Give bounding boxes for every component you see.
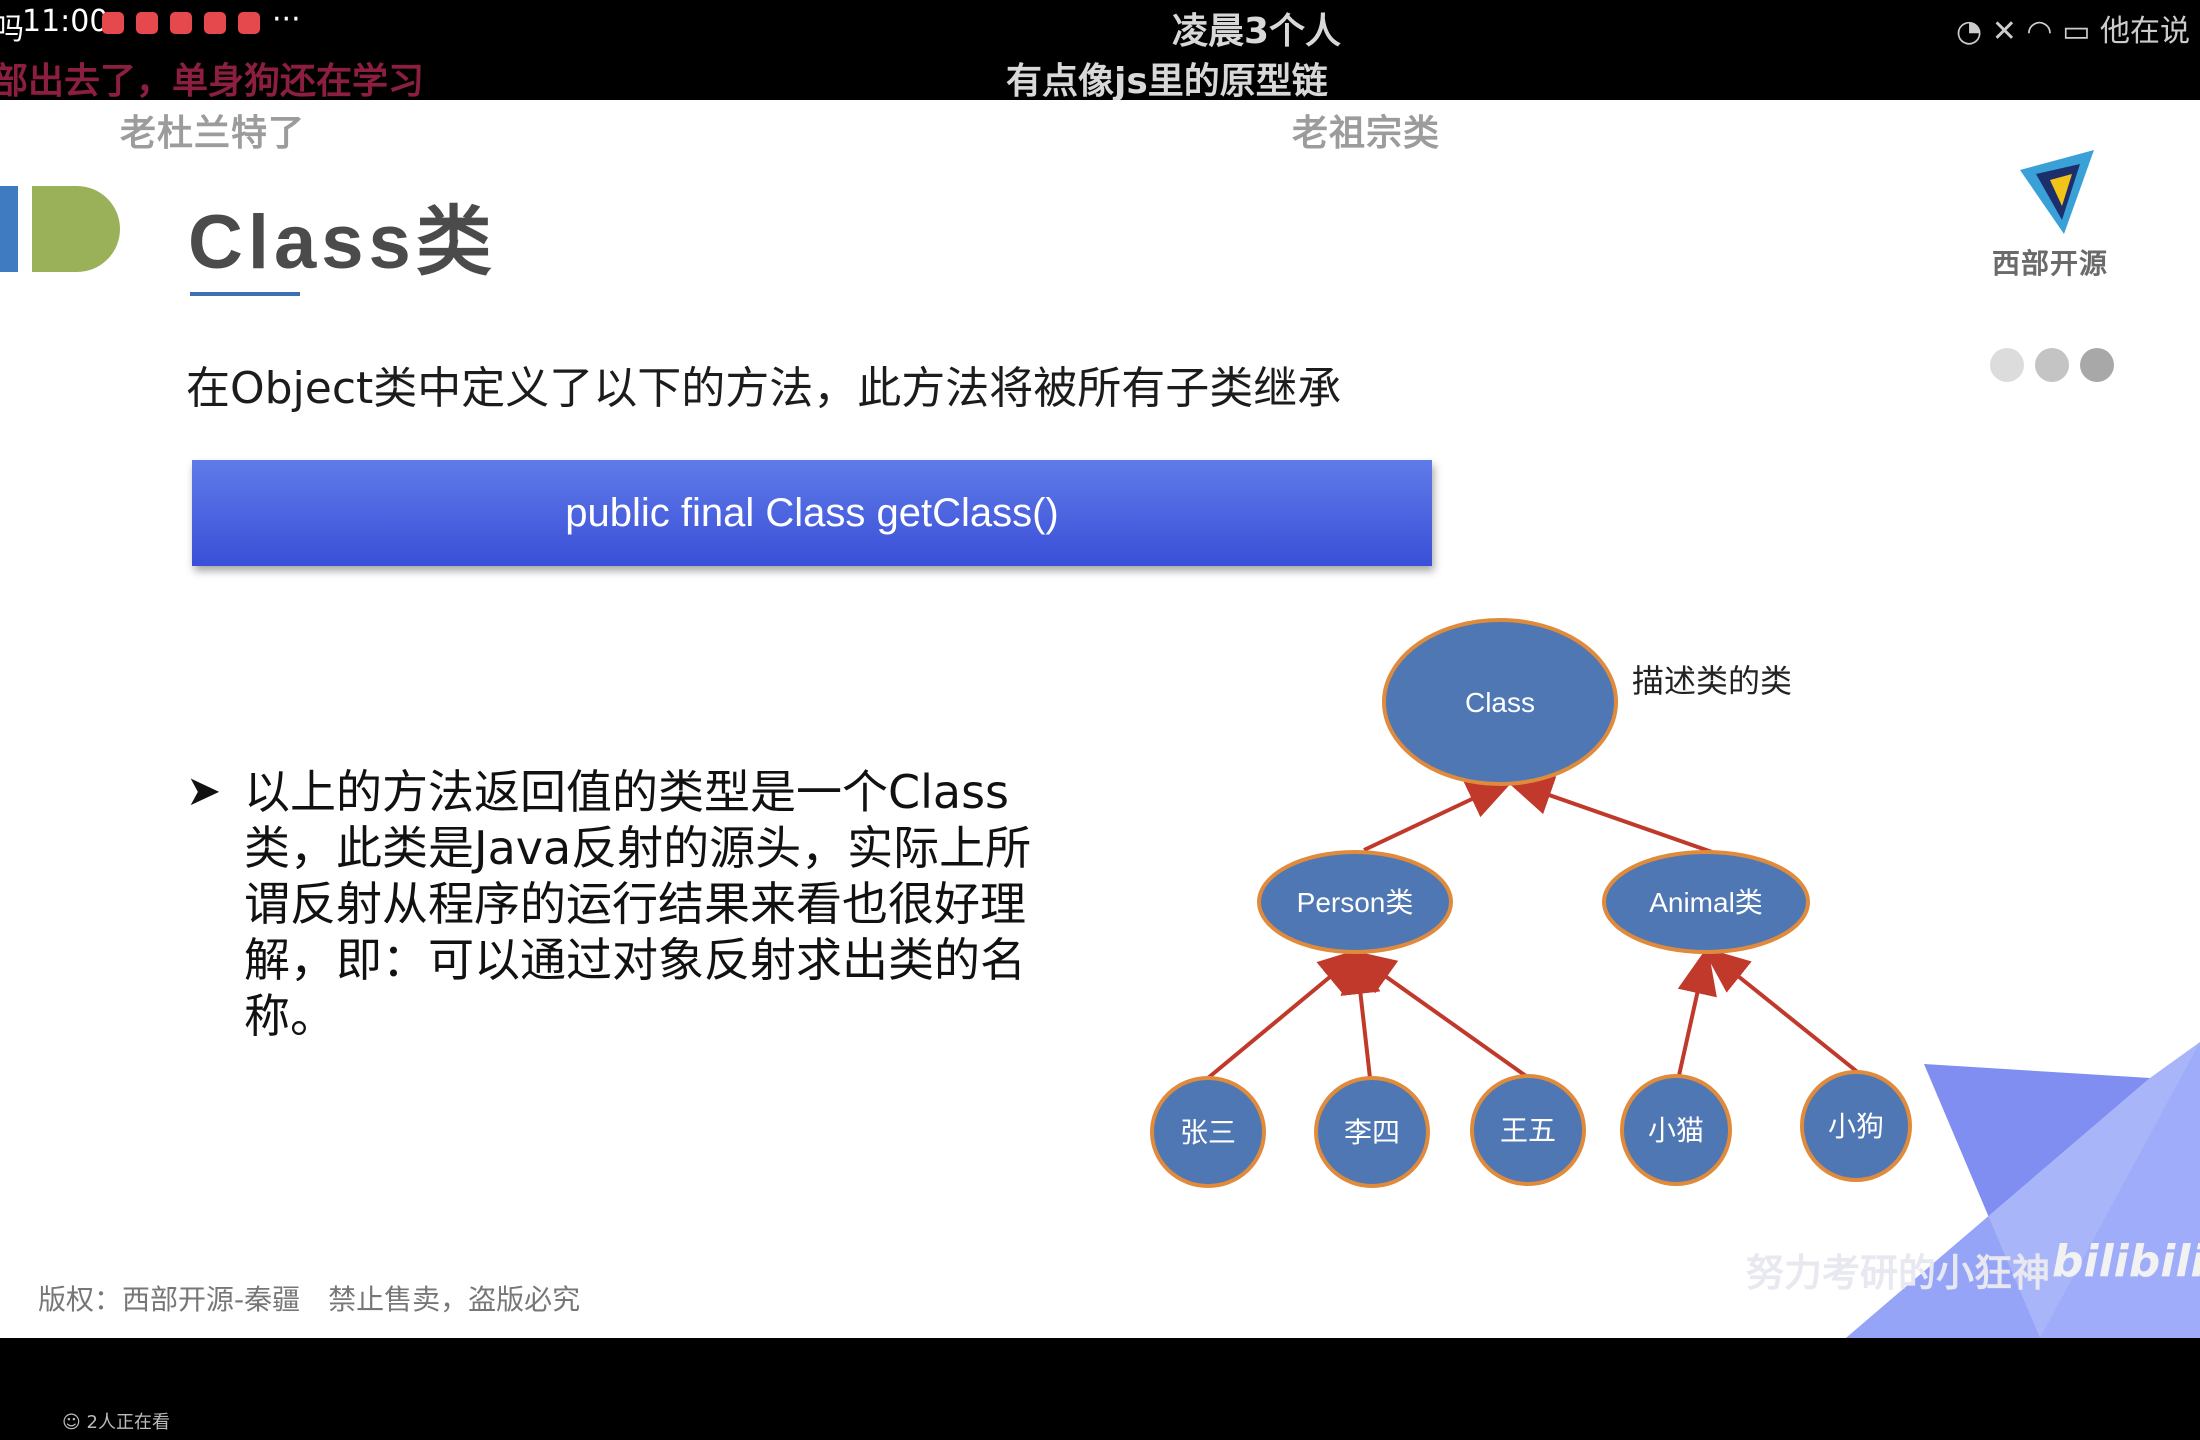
logo-text: 西部开源	[1992, 247, 2109, 280]
edge	[1676, 946, 1717, 1081]
cut-text: 吗	[0, 12, 24, 47]
danmaku-comment: 有点像js里的原型链	[1006, 61, 1328, 102]
slide-title: Class类	[188, 200, 497, 285]
dot-icon	[2080, 348, 2114, 382]
corner-decoration	[1846, 1042, 2200, 1338]
node-animal-label: Animal类	[1649, 887, 1763, 918]
method-signature: public final Class getClass()	[565, 490, 1059, 535]
node-class-label: Class	[1465, 687, 1535, 718]
node-leaf	[1150, 1076, 1266, 1188]
copyright-text: 版权：西部开源-秦疆 禁止售卖，盗版必究	[38, 1283, 581, 1316]
diagram-edges	[1206, 776, 1862, 1081]
title-decoration	[32, 186, 120, 272]
class-note: 描述类的类	[1632, 662, 1793, 700]
node-leaf	[1800, 1070, 1912, 1182]
danmaku-comment: 老杜兰特了	[120, 113, 306, 154]
edge	[1340, 946, 1381, 1079]
edge	[1701, 946, 1862, 1076]
viewer-icon: ☺	[62, 1412, 87, 1433]
node-person	[1257, 850, 1453, 954]
danmaku-comment: 凌晨3个人	[1172, 11, 1342, 52]
edge	[1347, 949, 1528, 1078]
leaf-label: 小狗	[1828, 1111, 1884, 1142]
node-class	[1382, 618, 1618, 786]
notification-icon	[136, 12, 158, 34]
node-animal	[1602, 850, 1810, 954]
uploader-watermark: 努力考研的小狂神	[1746, 1251, 2051, 1295]
edge	[1206, 946, 1367, 1080]
notification-icon	[102, 12, 124, 34]
node-leaf	[1620, 1074, 1732, 1186]
bullet-text: 以上的方法返回值的类型是一个Class类，此类是Java反射的源头，实际上所谓反…	[244, 765, 1032, 1043]
bilibili-logo: bilibili	[2052, 1236, 2200, 1287]
intro-text: 在Object类中定义了以下的方法，此方法将被所有子类继承	[186, 363, 1342, 414]
class-hierarchy-diagram: Class Person类 Animal类 张三 李四 王五 小猫 小狗	[1150, 618, 2200, 1338]
method-banner: public final Class getClass()	[192, 460, 1432, 566]
corner-decoration	[1846, 1064, 2150, 1338]
leaf-label: 李四	[1344, 1117, 1400, 1148]
viewer-count-text: 2人正在看	[86, 1412, 170, 1433]
dot-icon	[2035, 348, 2069, 382]
bullet-arrow-icon: ➤	[186, 766, 222, 815]
edge	[1363, 778, 1516, 852]
danmaku-comment: 部出去了，单身狗还在学习	[0, 61, 425, 102]
edge	[1504, 776, 1713, 854]
video-frame[interactable]: 老杜兰特了 老祖宗类 Class类 西部开源 在Object类中定义了以下的方法…	[0, 100, 2200, 1338]
node-leaf	[1314, 1076, 1430, 1188]
player-bottom-bar	[0, 1338, 2200, 1440]
status-bar: 吗 11:00 ··· ◔ ✕ ◠ ▭ 他在说 部出去了，单身狗还在学习 凌晨3…	[0, 0, 2200, 102]
more-notifications: ···	[272, 2, 301, 37]
leaf-label: 小猫	[1648, 1115, 1704, 1146]
status-time: 11:00	[22, 4, 109, 39]
dot-icon	[1990, 348, 2024, 382]
logo-mark-icon	[2020, 150, 2094, 234]
notification-icon	[170, 12, 192, 34]
leaf-label: 张三	[1180, 1117, 1236, 1148]
status-icons: ◔ ✕ ◠ ▭ 他在说	[1956, 14, 2190, 49]
title-underline	[190, 292, 300, 296]
notification-icon	[204, 12, 226, 34]
title-decoration	[0, 186, 18, 272]
node-person-label: Person类	[1297, 887, 1414, 918]
brand-logo: 西部开源	[1986, 150, 2126, 382]
viewer-count: ☺ 2人正在看	[62, 1408, 170, 1434]
danmaku-comment: 老祖宗类	[1292, 113, 1441, 154]
leaf-label: 王五	[1500, 1115, 1556, 1146]
status-edge-text: 他在说	[2100, 14, 2190, 49]
notification-icon	[238, 12, 260, 34]
node-leaf	[1470, 1074, 1586, 1186]
